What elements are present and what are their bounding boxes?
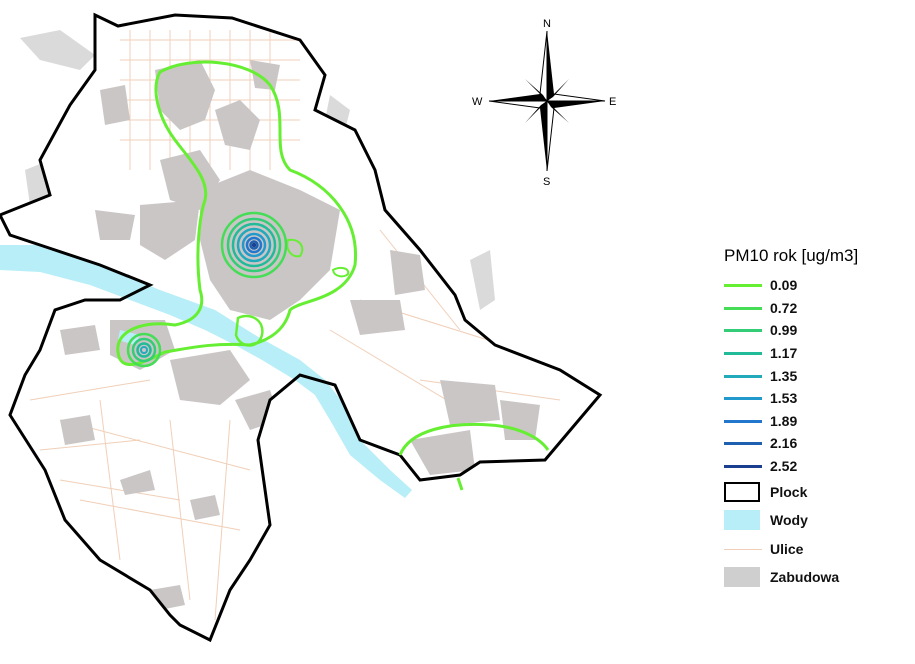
legend-layer-label: Zabudowa (770, 569, 840, 586)
contour-line-swatch (724, 388, 762, 408)
contour-line-swatch (724, 320, 762, 340)
compass-east-label: E (609, 96, 616, 108)
contour-0-09-main (116, 60, 358, 367)
legend-layer-item: Wody (724, 506, 915, 535)
legend-contour-label: 2.16 (770, 435, 798, 452)
compass-south-label: S (543, 176, 550, 188)
city-boundary (0, 12, 603, 643)
legend-contour-item: 1.89 (724, 410, 915, 433)
outer-builtup (20, 30, 495, 310)
contour-line-swatch (724, 433, 762, 453)
legend-contour-item: 2.16 (724, 432, 915, 455)
legend-contour-list: 0.09 0.72 0.99 1.17 1.35 1.53 1.89 2.16 2.52 (724, 274, 915, 477)
contour-line-swatch (724, 343, 762, 363)
legend-contour-item: 1.35 (724, 364, 915, 387)
compass-north-label: N (543, 18, 551, 30)
legend-contour-item: 1.17 (724, 342, 915, 365)
builtup-swatch (724, 567, 762, 588)
legend-title: PM10 rok [ug/m3] (724, 246, 859, 265)
legend-contour-label: 2.52 (770, 458, 798, 475)
legend-contour-label: 1.89 (770, 412, 798, 429)
legend-contour-item: 0.09 (724, 274, 915, 297)
legend-layer-label: Plock (770, 483, 808, 500)
water-swatch (724, 510, 762, 531)
contour-line-swatch (724, 366, 762, 386)
legend-contour-item: 0.72 (724, 297, 915, 320)
legend-contour-item: 2.52 (724, 455, 915, 478)
legend-layer-item: Zabudowa (724, 563, 915, 592)
legend-contour-item: 0.99 (724, 319, 915, 342)
legend-contour-label: 1.53 (770, 390, 798, 407)
compass-west-label: W (472, 96, 483, 108)
legend-layer-label: Wody (770, 512, 808, 529)
compass-rose: N S E W (472, 18, 616, 188)
legend-contour-label: 1.17 (770, 345, 798, 362)
pm10-contours (116, 60, 550, 491)
legend-contour-item: 1.53 (724, 387, 915, 410)
contour-line-swatch (724, 275, 762, 295)
street-swatch (724, 539, 762, 559)
boundary-swatch (724, 481, 762, 502)
legend-contour-label: 0.72 (770, 299, 798, 316)
contour-line-swatch (724, 411, 762, 431)
contour-line-swatch (724, 456, 762, 476)
legend-layer-label: Ulice (770, 540, 804, 557)
legend-contour-label: 1.35 (770, 367, 798, 384)
legend-contour-label: 0.99 (770, 322, 798, 339)
legend-layer-item: Plock (724, 477, 915, 506)
contour-line-swatch (724, 298, 762, 318)
map-legend: PM10 rok [ug/m3] 0.09 0.72 0.99 1.17 1.35 1.5… (724, 246, 915, 591)
legend-contour-label: 0.09 (770, 277, 798, 294)
legend-layer-item: Ulice (724, 534, 915, 563)
